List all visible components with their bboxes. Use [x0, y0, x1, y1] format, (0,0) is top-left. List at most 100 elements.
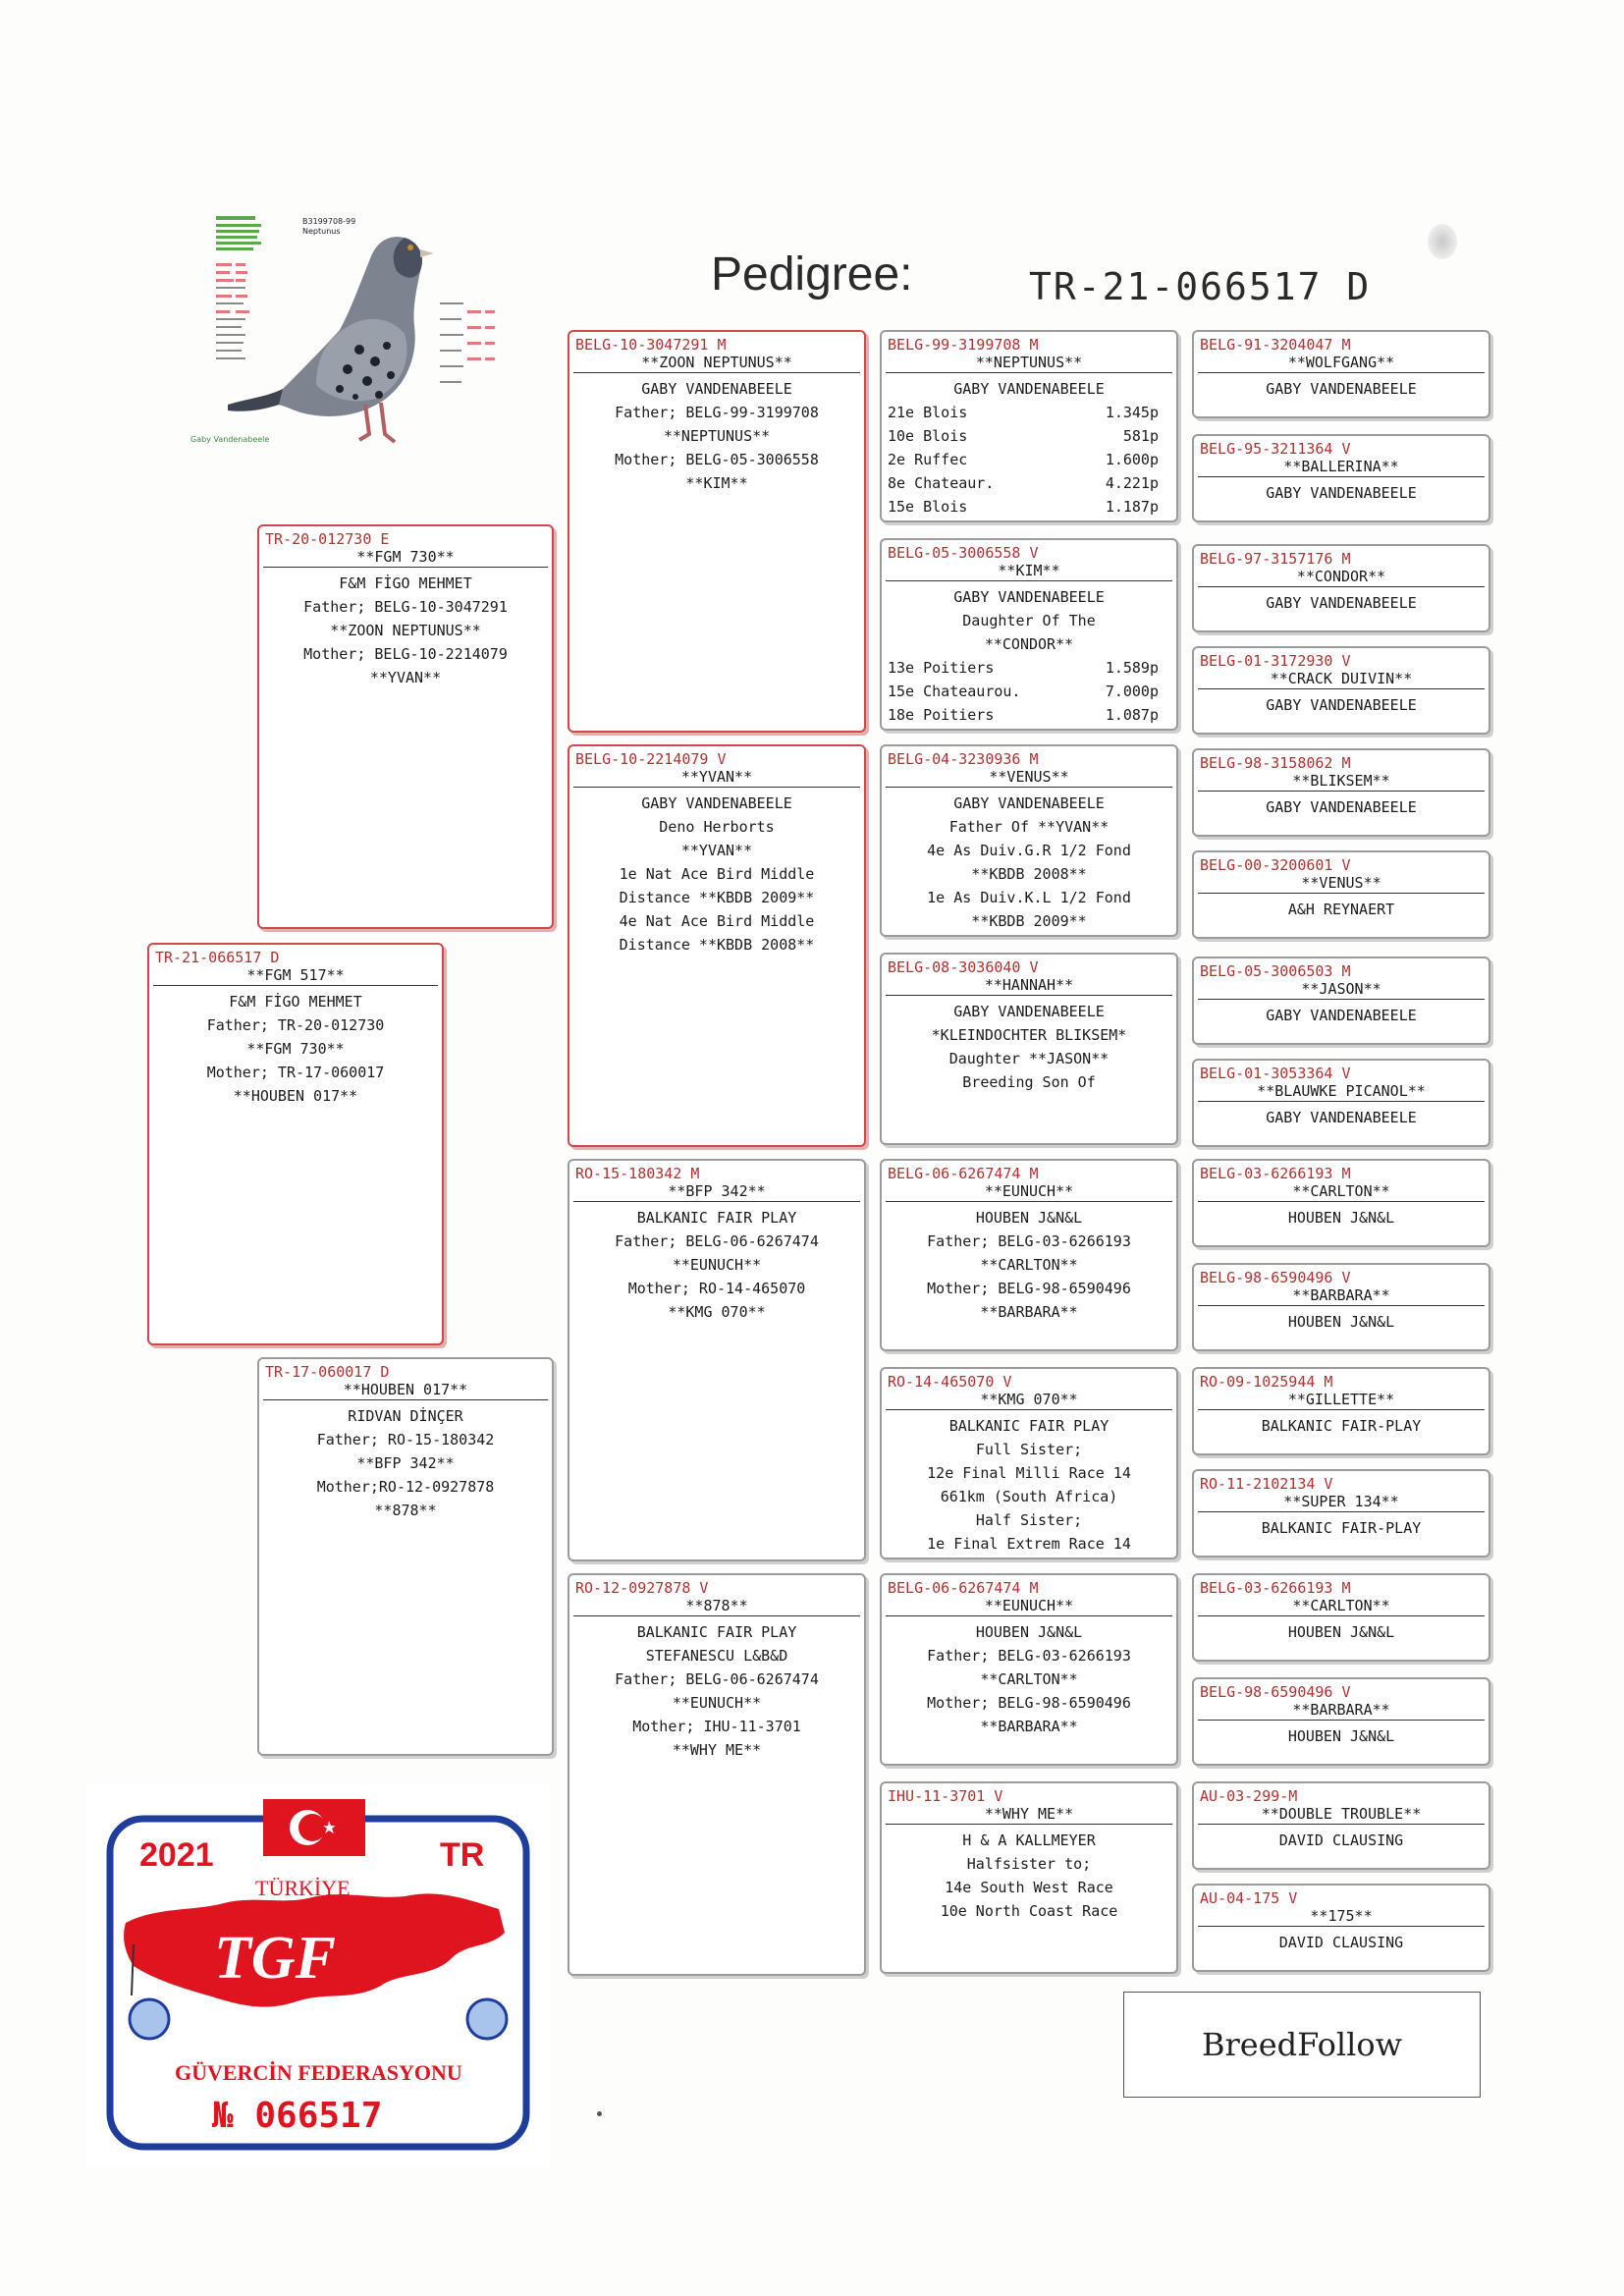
pigeon-name: **WOLFGANG** [1198, 354, 1485, 373]
pigeon-name: **EUNUCH** [886, 1182, 1172, 1202]
ring-number: BELG-10-3047291 M [569, 332, 864, 354]
info-line: HOUBEN J&N&L [882, 1620, 1176, 1644]
ancestor-card: BELG-04-3230936 M **VENUS** GABY VANDENA… [880, 744, 1178, 937]
ring-number: BELG-01-3172930 V [1194, 648, 1489, 670]
ancestor-card: BELG-06-6267474 M **EUNUCH** HOUBEN J&N&… [880, 1159, 1178, 1351]
granddam-card: RO-12-0927878 V **878** BALKANIC FAIR PL… [568, 1573, 866, 1976]
tgf-federation: GÜVERCİN FEDERASYONU [175, 2060, 462, 2085]
ring-number: RO-11-2102134 V [1194, 1471, 1489, 1493]
info-line: Father; BELG-03-6266193 [882, 1644, 1176, 1667]
ring-number: BELG-95-3211364 V [1194, 436, 1489, 458]
info-line: **YVAN** [569, 839, 864, 862]
info-line: F&M FİGO MEHMET [259, 572, 552, 595]
pigeon-name: **FGM 517** [153, 966, 438, 986]
ring-number: BELG-04-3230936 M [882, 746, 1176, 768]
pigeon-name: **ZOON NEPTUNUS** [573, 354, 860, 373]
pigeon-name: **JASON** [1198, 980, 1485, 1000]
ancestor-card: BELG-95-3211364 V **BALLERINA** GABY VAN… [1192, 434, 1490, 522]
pigeon-name: **YVAN** [573, 768, 860, 788]
ring-number: IHU-11-3701 V [882, 1783, 1176, 1805]
info-line: HOUBEN J&N&L [882, 1206, 1176, 1230]
owner-name: GABY VANDENABEELE [1194, 795, 1489, 819]
pigeon-name: **VENUS** [886, 768, 1172, 788]
info-line: Breeding Son Of [882, 1070, 1176, 1094]
ancestor-card: RO-11-2102134 V **SUPER 134** BALKANIC F… [1192, 1469, 1490, 1558]
ring-number: BELG-00-3200601 V [1194, 852, 1489, 874]
owner-name: DAVID CLAUSING [1194, 1829, 1489, 1852]
owner-name: GABY VANDENABEELE [1194, 1004, 1489, 1027]
ring-number: BELG-97-3157176 M [1194, 546, 1489, 568]
info-line: **WHY ME** [569, 1738, 864, 1762]
info-line: BALKANIC FAIR PLAY [569, 1620, 864, 1644]
info-line: **KBDB 2008** [882, 862, 1176, 886]
info-line: **EUNUCH** [569, 1253, 864, 1277]
info-line: Mother; IHU-11-3701 [569, 1715, 864, 1738]
info-line: 4e As Duiv.G.R 1/2 Fond [882, 839, 1176, 862]
ancestor-card: IHU-11-3701 V **WHY ME** H & A KALLMEYER… [880, 1781, 1178, 1974]
owner-name: HOUBEN J&N&L [1194, 1620, 1489, 1644]
tgf-country: TR [440, 1836, 484, 1874]
ring-number: BELG-06-6267474 M [882, 1575, 1176, 1597]
pigeon-name: **175** [1198, 1907, 1485, 1927]
ring-number: RO-09-1025944 M [1194, 1369, 1489, 1391]
ring-number: TR-20-012730 E [259, 526, 552, 548]
ring-number: TR-17-060017 D [259, 1359, 552, 1381]
pigeon-name: **CARLTON** [1198, 1597, 1485, 1616]
info-line: 1e Nat Ace Bird Middle [569, 862, 864, 886]
pigeon-name: **CARLTON** [1198, 1182, 1485, 1202]
ring-number: BELG-03-6266193 M [1194, 1575, 1489, 1597]
ancestor-card: BELG-99-3199708 M **NEPTUNUS** GABY VAND… [880, 330, 1178, 522]
pigeon-name: **878** [573, 1597, 860, 1616]
pigeon-name: **VENUS** [1198, 874, 1485, 894]
ancestor-card: BELG-05-3006503 M **JASON** GABY VANDENA… [1192, 957, 1490, 1045]
info-line: Father; RO-15-180342 [259, 1428, 552, 1451]
pigeon-name: **HANNAH** [886, 976, 1172, 996]
info-line: Full Sister; [882, 1438, 1176, 1461]
ring-number: RO-12-0927878 V [569, 1575, 864, 1597]
sire-card: TR-20-012730 E **FGM 730** F&M FİGO MEHM… [257, 524, 554, 929]
pigeon-name: **BLIKSEM** [1198, 772, 1485, 792]
ring-number: AU-03-299-M [1194, 1783, 1489, 1805]
ring-number: BELG-98-3158062 M [1194, 750, 1489, 772]
info-line: **CONDOR** [882, 632, 1176, 656]
ancestor-card: BELG-98-6590496 V **BARBARA** HOUBEN J&N… [1192, 1677, 1490, 1766]
info-line: Mother;RO-12-0927878 [259, 1475, 552, 1499]
info-line: **CARLTON** [882, 1667, 1176, 1691]
info-line: **BARBARA** [882, 1715, 1176, 1738]
pigeon-name: **CRACK DUIVIN** [1198, 670, 1485, 689]
info-line: 661km (South Africa) [882, 1485, 1176, 1508]
pigeon-name: **CONDOR** [1198, 568, 1485, 587]
pigeon-name: **BFP 342** [573, 1182, 860, 1202]
info-line: Distance **KBDB 2008** [569, 933, 864, 957]
ancestor-card: BELG-98-6590496 V **BARBARA** HOUBEN J&N… [1192, 1263, 1490, 1351]
owner-name: GABY VANDENABEELE [1194, 1106, 1489, 1129]
info-line: Father; BELG-06-6267474 [569, 1667, 864, 1691]
info-line: Father; BELG-99-3199708 [569, 401, 864, 424]
info-line: Mother; RO-14-465070 [569, 1277, 864, 1300]
pigeon-name: **NEPTUNUS** [886, 354, 1172, 373]
grandsire-card: BELG-10-3047291 M **ZOON NEPTUNUS** GABY… [568, 330, 866, 733]
ancestor-card: BELG-00-3200601 V **VENUS** A&H REYNAERT [1192, 850, 1490, 939]
granddam-card: BELG-10-2214079 V **YVAN** GABY VANDENAB… [568, 744, 866, 1147]
info-line: **KIM** [569, 471, 864, 495]
ancestor-card: BELG-05-3006558 V **KIM** GABY VANDENABE… [880, 538, 1178, 731]
globe-right-icon [467, 1999, 507, 2039]
info-line: GABY VANDENABEELE [882, 585, 1176, 609]
ring-number: BELG-98-6590496 V [1194, 1679, 1489, 1701]
info-line: Halfsister to; [882, 1852, 1176, 1876]
ancestor-card: BELG-01-3172930 V **CRACK DUIVIN** GABY … [1192, 646, 1490, 735]
info-line: Mother; BELG-98-6590496 [882, 1277, 1176, 1300]
photo-owner: Gaby Vandenabeele [190, 435, 269, 444]
pigeon-name: **KIM** [886, 562, 1172, 581]
owner-name: GABY VANDENABEELE [1194, 591, 1489, 615]
owner-name: A&H REYNAERT [1194, 898, 1489, 921]
owner-name: GABY VANDENABEELE [1194, 481, 1489, 505]
info-line: **878** [259, 1499, 552, 1522]
pigeon-name: **BARBARA** [1198, 1701, 1485, 1721]
info-line: 4e Nat Ace Bird Middle [569, 909, 864, 933]
ancestor-card: RO-14-465070 V **KMG 070** BALKANIC FAIR… [880, 1367, 1178, 1559]
info-line: Mother; BELG-05-3006558 [569, 448, 864, 471]
info-line: **FGM 730** [149, 1037, 442, 1061]
